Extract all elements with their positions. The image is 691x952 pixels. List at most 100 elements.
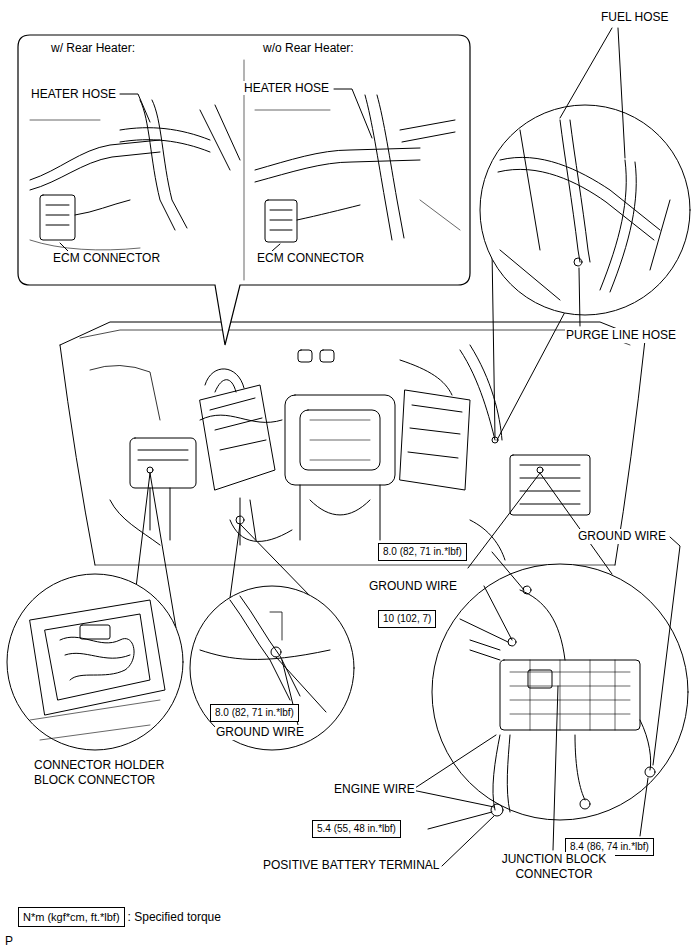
line-art <box>270 612 282 640</box>
line-art <box>65 653 130 658</box>
line-art <box>300 485 380 540</box>
part-label: PURGE LINE HOSE <box>565 328 677 343</box>
line-art <box>30 600 165 715</box>
line-art <box>7 28 690 866</box>
line-art <box>460 619 508 642</box>
line-art <box>460 350 495 440</box>
line-art <box>205 369 244 388</box>
line-art <box>30 700 160 740</box>
line-art <box>600 160 626 290</box>
line-art <box>215 380 236 392</box>
line-art <box>520 465 580 504</box>
torque-value: 10 (102, 7) <box>383 613 431 624</box>
part-outline <box>510 455 590 515</box>
part-label: HEATER HOSE <box>30 87 117 101</box>
line-art <box>520 590 565 660</box>
line-art <box>120 140 210 152</box>
line-art <box>334 89 372 138</box>
callout-outline <box>18 35 470 285</box>
line-art <box>80 330 630 345</box>
torque-value: 8.0 (82, 71 in.*lbf) <box>215 707 294 718</box>
line-art <box>60 345 95 565</box>
line-art <box>95 565 615 566</box>
line-art <box>510 660 630 730</box>
line-art <box>255 110 460 230</box>
line-art <box>500 130 670 300</box>
line-art <box>653 537 680 765</box>
inset-circle <box>580 799 590 809</box>
line-art <box>30 140 160 180</box>
part-label: JUNCTION BLOCK CONNECTOR <box>493 852 615 882</box>
torque-box: 10 (102, 7) <box>378 610 436 628</box>
part-outline <box>130 438 196 488</box>
inset-circle <box>190 586 354 750</box>
part-label: GROUND WIRE <box>215 725 305 740</box>
line-art <box>412 790 494 807</box>
torque-value: 5.4 (55, 48 in.*lbf) <box>317 823 396 834</box>
legend-note: : Specified torque <box>127 910 222 925</box>
line-art <box>200 415 282 422</box>
torque-box: 5.4 (55, 48 in.*lbf) <box>312 820 401 838</box>
line-art <box>310 500 370 515</box>
line-art <box>492 552 524 590</box>
part-label: FUEL HOSE <box>600 10 670 25</box>
line-art <box>400 360 452 395</box>
line-art <box>442 816 494 866</box>
part-outline <box>265 200 297 242</box>
line-art <box>484 586 512 640</box>
line-art <box>492 250 495 437</box>
inset-circle <box>480 105 690 315</box>
line-art <box>540 473 612 574</box>
part-outline <box>80 625 110 639</box>
line-art <box>270 210 292 230</box>
part-label: POSITIVE BATTERY TERMINAL <box>262 858 441 873</box>
part-label: P <box>4 934 14 949</box>
part-outline <box>285 395 395 485</box>
line-art <box>60 322 645 345</box>
line-art <box>365 95 392 240</box>
part-label: w/ Rear Heater: <box>50 41 136 55</box>
inset-circle <box>645 767 655 777</box>
part-label: ECM CONNECTOR <box>52 251 161 265</box>
line-art <box>400 120 455 142</box>
line-art <box>200 385 275 490</box>
line-art <box>30 120 140 250</box>
line-art <box>640 778 648 836</box>
inset-callout: w/ Rear Heater:w/o Rear Heater:HEATER HO… <box>18 35 470 285</box>
line-art <box>90 365 160 420</box>
inset-circle <box>574 258 582 266</box>
line-art <box>507 735 510 812</box>
line-art <box>138 450 188 540</box>
part-label: HEATER HOSE <box>243 81 330 95</box>
inset-circle <box>491 804 503 816</box>
part-outline <box>300 410 380 470</box>
inset-circle <box>236 516 244 524</box>
line-art <box>45 614 150 700</box>
callout-outline-path <box>18 35 470 345</box>
line-art <box>560 120 580 262</box>
inset-circle <box>271 647 281 657</box>
line-art <box>272 244 280 251</box>
line-art <box>579 268 580 326</box>
line-art <box>210 398 266 450</box>
line-art <box>618 28 625 158</box>
line-art <box>553 686 558 850</box>
line-art <box>497 312 565 440</box>
line-art <box>470 345 502 440</box>
legend-sample-box: N*m (kgf*cm, ft.*lbf) <box>18 907 125 927</box>
line-art <box>18 35 470 345</box>
line-art <box>560 28 612 118</box>
part-label: GROUND WIRE <box>577 529 667 544</box>
line-art <box>610 162 636 292</box>
line-art <box>110 500 160 545</box>
part-outline <box>298 350 312 362</box>
line-art <box>400 390 470 490</box>
torque-value: N*m (kgf*cm, ft.*lbf) <box>23 911 120 923</box>
line-art <box>428 812 492 829</box>
line-art <box>640 720 651 770</box>
line-art <box>140 100 175 230</box>
part-outline <box>40 195 75 240</box>
line-art <box>412 735 496 790</box>
